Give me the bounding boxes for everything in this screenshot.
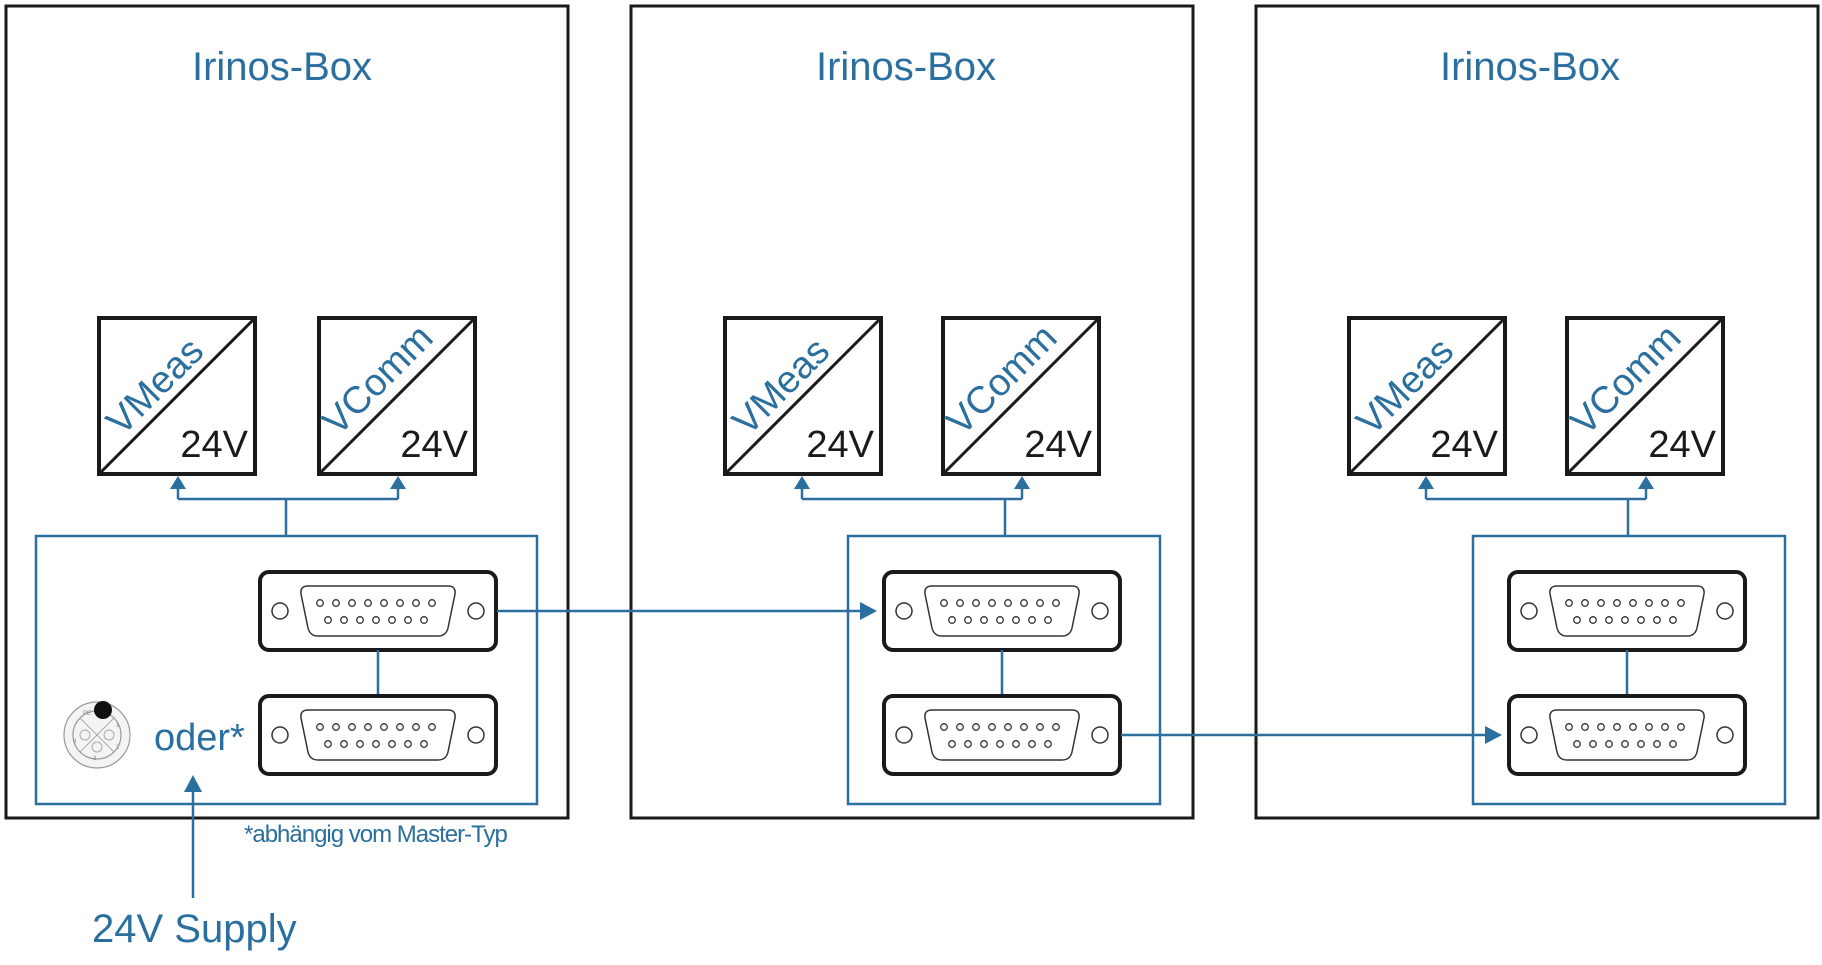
footnote: *abhängig vom Master-Typ [244, 821, 507, 848]
box-title: Irinos-Box [192, 45, 372, 89]
sub-d-connector-top [1507, 570, 1747, 652]
arrow-up-icon [794, 476, 810, 489]
alternative-label: oder* [154, 717, 245, 759]
m12-key-icon [94, 701, 112, 719]
m12-connector-icon: PE 1 2 3 4 [63, 701, 131, 769]
power-feed-lines [170, 476, 406, 536]
box-title: Irinos-Box [1440, 45, 1620, 89]
power-feed-lines [1418, 476, 1654, 536]
vmeas-converter: VMeas 24V [1347, 316, 1507, 476]
converter-voltage: 24V [180, 424, 248, 466]
vmeas-converter: VMeas 24V [97, 316, 257, 476]
arrow-up-icon [170, 476, 186, 489]
arrow-up-icon [1418, 476, 1434, 489]
arrow-up-icon [390, 476, 406, 489]
irinos-box-3: Irinos-Box VMeas 24V VComm 24V [1254, 4, 1820, 820]
vmeas-converter: VMeas 24V [723, 316, 883, 476]
arrow-up-icon [1638, 476, 1654, 489]
sub-d-connector-bottom [258, 694, 498, 776]
arrow-up-icon [184, 775, 202, 792]
arrow-right-icon [1485, 726, 1502, 744]
box-title: Irinos-Box [816, 45, 996, 89]
vcomm-converter: VComm 24V [1563, 316, 1725, 476]
cable-box1-to-box2 [497, 602, 877, 620]
connector-panel [846, 534, 1162, 806]
supply-feed [184, 775, 202, 898]
converter-voltage: 24V [1024, 424, 1092, 466]
power-feed-lines [794, 476, 1030, 536]
converter-voltage: 24V [1430, 424, 1498, 466]
m12-pin-label: 2 [116, 745, 120, 751]
irinos-box-1: Irinos-Box VMeas 24V VComm 24V [4, 4, 570, 820]
cable-box2-to-box3 [1121, 726, 1502, 744]
converter-voltage: 24V [806, 424, 874, 466]
supply-label: 24V Supply [92, 907, 297, 951]
irinos-box-2: Irinos-Box VMeas 24V VComm 24V [629, 4, 1195, 820]
connector-panel [34, 534, 539, 806]
connector-panel [1471, 534, 1787, 806]
sub-d-connector-bottom [1507, 694, 1747, 776]
converter-voltage: 24V [1648, 424, 1716, 466]
sub-d-connector-bottom [882, 694, 1122, 776]
vcomm-converter: VComm 24V [939, 316, 1101, 476]
converter-voltage: 24V [400, 424, 468, 466]
arrow-up-icon [1014, 476, 1030, 489]
sub-d-connector-top [882, 570, 1122, 652]
m12-pin-label: PE [83, 711, 91, 717]
m12-pin-label: 1 [116, 723, 120, 729]
sub-d-connector-top [258, 570, 498, 652]
vcomm-converter: VComm 24V [315, 316, 477, 476]
arrow-right-icon [860, 602, 877, 620]
m12-pin-label: 3 [93, 756, 97, 762]
m12-pin-label: 4 [73, 739, 77, 745]
